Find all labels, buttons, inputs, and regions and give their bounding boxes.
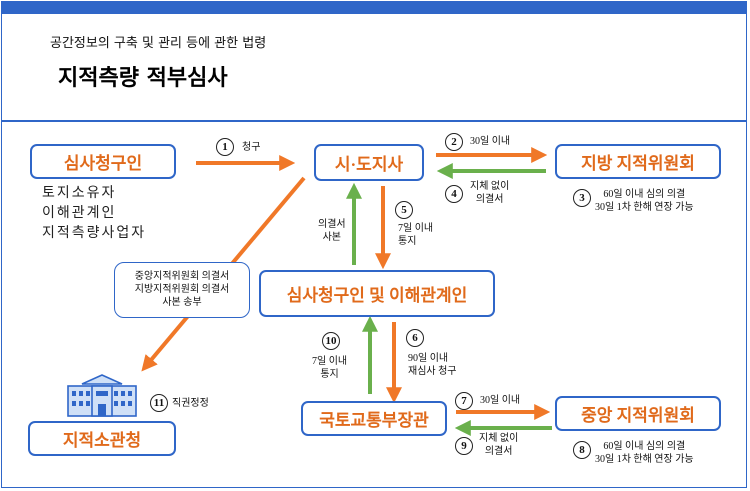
step-label-6: 90일 이내 재심사 청구 — [408, 353, 457, 377]
step-label-2: 30일 이내 — [470, 136, 511, 147]
step-number-6: 6 — [406, 329, 424, 347]
building-icon — [67, 374, 137, 417]
step-label-7: 30일 이내 — [480, 395, 521, 406]
cadastral-office-box: 지적소관청 — [28, 421, 176, 456]
step-number-5: 5 — [395, 201, 413, 219]
applicant-box: 심사청구인 — [30, 144, 176, 179]
step-number-11: 11 — [150, 394, 168, 412]
applicant-type: 토지소유자 — [42, 186, 117, 201]
step-label-5: 7일 이내 통지 — [398, 223, 434, 247]
copy-label: 의결서 사본 — [318, 219, 346, 243]
central-committee-box: 중앙 지적위원회 — [555, 396, 721, 431]
applicant-types: 토지소유자 이해관계인 지적측량사업자 — [42, 184, 146, 244]
law-subtitle: 공간정보의 구축 및 관리 등에 관한 법령 — [50, 36, 267, 51]
step-label-11: 직권정정 — [172, 398, 209, 409]
applicant-type: 이해관계인 — [42, 206, 117, 221]
header-divider — [2, 120, 746, 122]
step-label-1: 청구 — [242, 142, 261, 153]
step-number-4: 4 — [445, 185, 463, 203]
top-bar — [2, 2, 746, 14]
step-number-10: 10 — [322, 332, 340, 350]
applicant-type: 지적측량사업자 — [42, 226, 147, 241]
applicant-interested-box: 심사청구인 및 이해관계인 — [259, 270, 495, 317]
step-label-9: 지체 없이 의결서 — [479, 433, 519, 457]
step-number-1: 1 — [216, 138, 234, 156]
minister-box: 국토교통부장관 — [301, 401, 447, 436]
dispatch-note: 중앙지적위원회 의결서 지방지적위원회 의결서 사본 송부 — [114, 262, 250, 318]
step-number-2: 2 — [445, 133, 463, 151]
step-number-3: 3 — [573, 189, 591, 207]
step-label-3: 60일 이내 심의 의결 30일 1차 한해 연장 가능 — [595, 189, 694, 213]
step-number-8: 8 — [573, 441, 591, 459]
provincial-governor-box: 시·도지사 — [314, 144, 424, 181]
step-label-10: 7일 이내 통지 — [312, 356, 348, 380]
local-committee-box: 지방 지적위원회 — [555, 144, 721, 179]
step-label-8: 60일 이내 심의 의결 30일 1차 한해 연장 가능 — [595, 441, 694, 465]
step-number-7: 7 — [455, 392, 473, 410]
step-number-9: 9 — [455, 437, 473, 455]
step-label-4: 지체 없이 의결서 — [470, 181, 510, 205]
page-title: 지적측량 적부심사 — [58, 66, 228, 91]
